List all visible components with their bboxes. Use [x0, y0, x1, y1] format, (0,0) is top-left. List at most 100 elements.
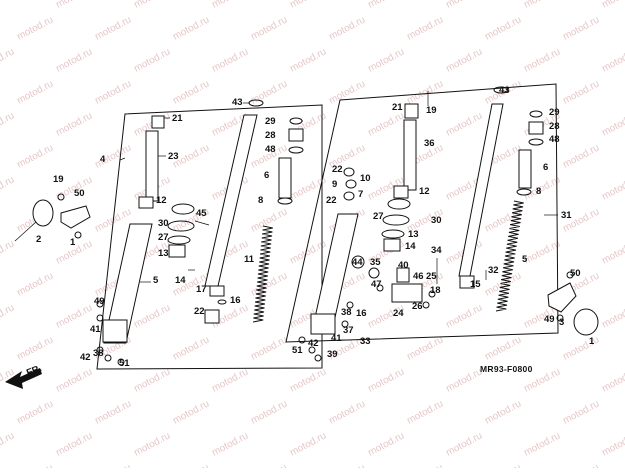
left-callout-27: 27: [158, 232, 169, 243]
watermark-text: motod.ru: [15, 334, 55, 362]
watermark-text: motod.ru: [0, 0, 16, 11]
screw-part: [308, 346, 316, 354]
screw-part: [96, 346, 104, 354]
watermark-text: motod.ru: [93, 398, 133, 426]
fork-slider-part: [103, 223, 153, 344]
back-up-ring-part: [288, 146, 304, 154]
watermark-text: motod.ru: [561, 462, 601, 468]
seat-pipe-part: [167, 235, 191, 245]
right-callout-19: 19: [426, 105, 437, 116]
right-callout-49: 49: [544, 314, 555, 325]
watermark-text: motod.ru: [327, 78, 367, 106]
watermark-text: motod.ru: [600, 0, 625, 11]
watermark-text: motod.ru: [288, 46, 328, 74]
left-callout-29: 29: [265, 116, 276, 127]
watermark-text: motod.ru: [444, 0, 484, 11]
right-callout-12: 12: [419, 186, 430, 197]
right-callout-39: 39: [327, 349, 338, 360]
right-fork-assembly: [285, 83, 599, 362]
watermark-text: motod.ru: [366, 46, 406, 74]
anti-dive-piston-part: [396, 267, 410, 283]
callout-labels: 4321234122928486845302713141151716221950…: [36, 85, 595, 369]
fork-cap-bolt-part: [151, 115, 165, 129]
seal-spacer-part: [167, 220, 195, 232]
watermark-text: motod.ru: [522, 238, 562, 266]
seat-pipe-part: [381, 229, 405, 239]
left-callout-19: 19: [53, 174, 64, 185]
watermark-text: motod.ru: [54, 46, 94, 74]
watermark-text: motod.ru: [210, 366, 250, 394]
oil-seal-part: [528, 121, 544, 135]
watermark-text: motod.ru: [249, 78, 289, 106]
watermark-text: motod.ru: [249, 206, 289, 234]
watermark-text: motod.ru: [444, 302, 484, 330]
reflector-bracket-part: [547, 282, 577, 313]
watermark-text: motod.ru: [15, 78, 55, 106]
watermark-text: motod.ru: [522, 430, 562, 458]
screw-part: [566, 271, 574, 279]
watermark-text: motod.ru: [288, 430, 328, 458]
rebound-spring-part: [138, 196, 154, 209]
right-callout-13: 13: [408, 229, 419, 240]
drain-screw-part: [209, 285, 225, 297]
watermark-text: motod.ru: [15, 462, 55, 468]
watermark-text: motod.ru: [15, 270, 55, 298]
watermark-text: motod.ru: [600, 174, 625, 202]
reflector-bracket-part: [60, 205, 91, 229]
left-callout-42: 42: [80, 352, 91, 363]
watermark-text: motod.ru: [132, 430, 172, 458]
watermark-text: motod.ru: [171, 462, 211, 468]
watermark-text: motod.ru: [15, 14, 55, 42]
right-callout-43: 43: [499, 85, 510, 96]
screw-part: [74, 231, 82, 239]
left-callout-21: 21: [172, 113, 183, 124]
watermark-text: motod.ru: [561, 334, 601, 362]
watermark-text: motod.ru: [405, 334, 445, 362]
axle-holder-part: [102, 319, 128, 343]
watermark-text: motod.ru: [561, 398, 601, 426]
rebound-spring-part: [393, 185, 409, 199]
left-callout-17: 17: [196, 284, 207, 295]
leader-lines: [14, 89, 558, 341]
watermark-text: motod.ru: [15, 398, 55, 426]
right-callout-22: 22: [332, 164, 343, 175]
left-fork-assembly: [32, 99, 323, 370]
right-callout-46: 46: [413, 271, 424, 282]
watermark-text: motod.ru: [327, 14, 367, 42]
left-callout-14: 14: [175, 275, 186, 286]
collar-part: [383, 238, 401, 252]
watermark-text: motod.ru: [171, 78, 211, 106]
fork-spring-part: [252, 225, 273, 323]
watermark-text: motod.ru: [132, 46, 172, 74]
seal-spacer-part: [382, 214, 410, 226]
right-callout-16: 16: [356, 308, 367, 319]
watermark-text: motod.ru: [405, 462, 445, 468]
watermark-text: motod.ru: [288, 366, 328, 394]
right-callout-27: 27: [373, 211, 384, 222]
left-callout-2: 2: [36, 234, 41, 245]
left-callout-5: 5: [153, 275, 159, 286]
watermark-text: motod.ru: [522, 0, 562, 11]
guide-bushing-part: [516, 188, 532, 196]
watermark-text: motod.ru: [600, 46, 625, 74]
left-callout-13: 13: [158, 248, 169, 259]
right-callout-26: 26: [412, 301, 423, 312]
front-direction-label: FR.: [25, 363, 43, 379]
o-ring-part: [368, 267, 380, 279]
right-callout-9: 9: [332, 179, 337, 190]
watermark-text: motod.ru: [249, 270, 289, 298]
watermark-text: motod.ru: [0, 238, 16, 266]
watermark-text: motod.ru: [600, 110, 625, 138]
watermark-text: motod.ru: [171, 398, 211, 426]
watermark-text: motod.ru: [522, 46, 562, 74]
right-callout-7: 7: [358, 189, 363, 200]
left-callout-43: 43: [232, 97, 243, 108]
collar-part: [168, 244, 186, 258]
screw-part: [96, 300, 104, 308]
screw-part: [117, 358, 125, 366]
watermark-text: motod.ru: [93, 14, 133, 42]
watermark-text: motod.ru: [366, 366, 406, 394]
right-callout-21: 21: [392, 102, 403, 113]
right-callout-10: 10: [360, 173, 371, 184]
watermark-text: motod.ru: [210, 0, 250, 11]
